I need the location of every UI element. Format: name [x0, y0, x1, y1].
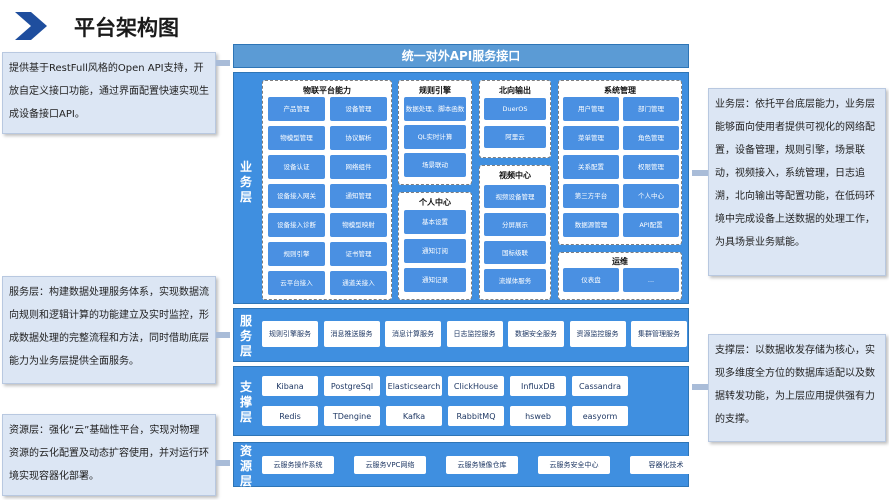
groups.sys.items-item: 菜单管理	[563, 126, 619, 150]
support-item: Redis	[262, 406, 318, 426]
groups.sys.items-item: 部门管理	[623, 97, 679, 121]
resources-item: 云服务VPC网络	[354, 456, 426, 474]
groups.iot.items-item: 设备管理	[330, 97, 387, 121]
support-item: PostgreSql	[324, 376, 380, 396]
groups.iot.items-item: 设备接入网关	[268, 184, 325, 208]
support-item: Cassandra	[572, 376, 628, 396]
services-item: 消息推送服务	[323, 321, 380, 347]
group-title: 北向输出	[499, 86, 531, 95]
groups.iot.items-item: 协议解析	[330, 126, 387, 150]
groups.iot.items-item: 证书管理	[330, 242, 387, 266]
service-layer-label: 服务层	[239, 314, 252, 358]
groups.sys.items-item: 权限管理	[623, 155, 679, 179]
group-title: 运维	[612, 257, 628, 266]
groups.video.items-item: 流媒体服务	[484, 269, 546, 292]
group-title: 物联平台能力	[303, 86, 351, 95]
business-note-connector	[692, 170, 708, 176]
groups.sys.items-item: API配置	[623, 213, 679, 237]
support-item: Kibana	[262, 376, 318, 396]
services-item: 集群管理服务	[631, 321, 687, 347]
services-item: 规则引擎服务	[262, 321, 318, 347]
groups.sys.items-item: 用户管理	[563, 97, 619, 121]
resources-item: 云服务操作系统	[262, 456, 334, 474]
api-bar: 统一对外API服务接口	[233, 44, 689, 68]
service-layer-note: 服务层：构建数据处理服务体系，实现数据流向规则和逻辑计算的功能建立及实时监控，形…	[2, 276, 216, 384]
chevron-right-icon	[15, 12, 47, 40]
groups.sys.items-item: 个人中心	[623, 184, 679, 208]
resource-layer-label: 资源层	[239, 444, 252, 488]
groups.north.items-item: 阿里云	[484, 126, 546, 148]
groups.iot.items-item: 产品管理	[268, 97, 325, 121]
support-item: InfluxDB	[510, 376, 566, 396]
groups.rule.items-item: 数据处理、脚本函数	[404, 97, 466, 121]
groups.iot.items-item: 规则引擎	[268, 242, 325, 266]
group-title: 视频中心	[499, 171, 531, 180]
groups.video.items-item: 国标级联	[484, 241, 546, 264]
groups.rule.items-item: QL实时计算	[404, 125, 466, 149]
api-note-connector	[216, 60, 230, 66]
resources-item: 云服务安全中心	[538, 456, 610, 474]
groups.iot.items-item: 物模型映射	[330, 213, 387, 237]
support-layer-label: 支撑层	[239, 380, 252, 424]
groups.rule.items-item: 场景联动	[404, 153, 466, 177]
groups.iot.items-item: 云平台接入	[268, 271, 325, 295]
services-item: 消息计算服务	[385, 321, 441, 347]
groups.iot.items-item: 通知管理	[330, 184, 387, 208]
support-layer-note: 支撑层：以数据收发存储为核心，实现多维度全方位的数据库适配以及数据转发功能，为上…	[708, 334, 886, 442]
groups.personal.items-item: 基本设置	[404, 210, 466, 234]
support-note-connector	[692, 384, 708, 390]
groups.iot.items-item: 物模型管理	[268, 126, 325, 150]
group-title: 系统管理	[604, 86, 636, 95]
services-item: 资源监控服务	[569, 321, 626, 347]
support-item: Kafka	[386, 406, 442, 426]
page-title: 平台架构图	[74, 16, 179, 40]
groups.iot.items-item: 设备认证	[268, 155, 325, 179]
groups.personal.items-item: 通知订阅	[404, 239, 466, 263]
support-item: ClickHouse	[448, 376, 504, 396]
group-title: 个人中心	[419, 198, 451, 207]
groups.sys.items-item: 数据源管理	[563, 213, 619, 237]
groups.ops.items-item: 仪表盘	[563, 268, 619, 292]
business-layer-label: 业务层	[239, 160, 252, 204]
groups.sys.items-item: 第三方平台	[563, 184, 619, 208]
groups.sys.items-item: 角色管理	[623, 126, 679, 150]
groups.personal.items-item: 通知记录	[404, 268, 466, 292]
resource-layer-note: 资源层：强化“云”基础性平台，实现对物理资源的云化配置及动态扩容使用，并对运行环…	[2, 414, 216, 496]
services-item: 日志监控服务	[446, 321, 503, 347]
support-item: RabbitMQ	[448, 406, 504, 426]
groups.iot.items-item: 设备接入诊断	[268, 213, 325, 237]
groups.sys.items-item: 关系配置	[563, 155, 619, 179]
groups.video.items-item: 视频设备管理	[484, 185, 546, 208]
support-item: hsweb	[510, 406, 566, 426]
business-layer-note: 业务层：依托平台底层能力，业务层能够面向使用者提供可视化的网络配置，设备管理，规…	[708, 88, 886, 276]
resources-item: 云服务镜像仓库	[446, 456, 518, 474]
support-item: easyorm	[572, 406, 628, 426]
groups.north.items-item: DuerOS	[484, 98, 546, 120]
groups.ops.items-item: ...	[623, 268, 679, 292]
groups.video.items-item: 分屏展示	[484, 213, 546, 236]
resource-note-connector	[216, 460, 230, 466]
group-title: 规则引擎	[419, 86, 451, 95]
groups.iot.items-item: 网络组件	[330, 155, 387, 179]
service-note-connector	[216, 332, 230, 338]
support-item: TDengine	[324, 406, 380, 426]
resources-item: 容器化技术	[630, 456, 702, 474]
groups.iot.items-item: 通道关接入	[330, 271, 387, 295]
support-item: Elasticsearch	[386, 376, 442, 396]
services-item: 数据安全服务	[508, 321, 564, 347]
api-note: 提供基于RestFull风格的Open API支持，开放自定义接口功能，通过界面…	[2, 52, 216, 134]
